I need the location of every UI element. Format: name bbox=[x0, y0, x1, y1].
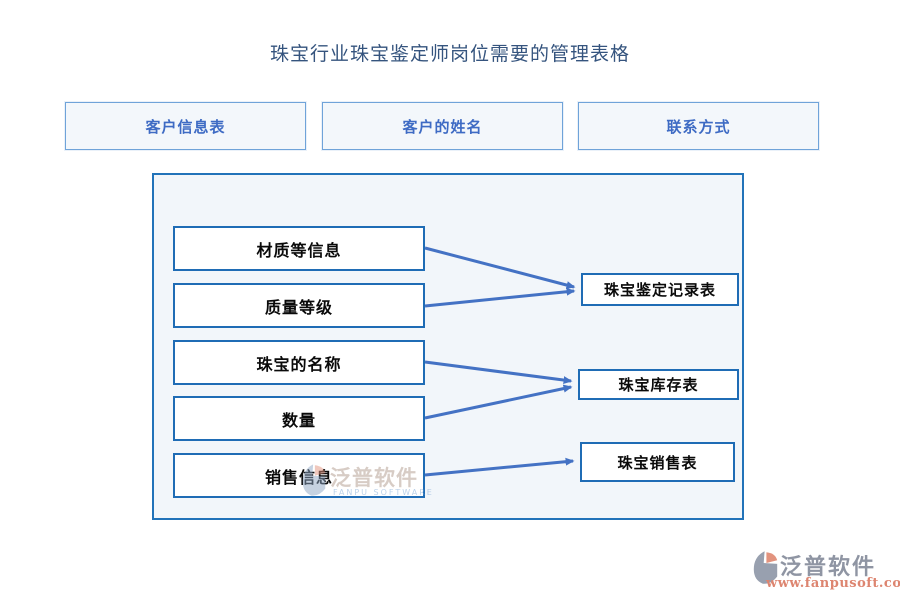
footer-brand-text: 泛普软件 bbox=[780, 554, 877, 580]
target-box-label: 珠宝销售表 bbox=[617, 453, 698, 472]
source-box-label: 材质等信息 bbox=[256, 240, 342, 260]
footer-website-text: www.fanpusoft.com bbox=[766, 576, 900, 591]
arrow-quality-to-appraisal-table bbox=[424, 287, 576, 308]
arrow-quantity-to-inventory-table bbox=[424, 384, 573, 420]
source-box-material-info: 材质等信息 bbox=[173, 226, 425, 271]
source-box-sales-info: 销售信息 bbox=[173, 453, 425, 498]
top-box-customer-info-table: 客户信息表 bbox=[65, 102, 306, 150]
top-box-customer-name: 客户的姓名 bbox=[322, 102, 563, 150]
arrow-material-to-appraisal-table bbox=[424, 246, 576, 289]
top-box-contact-method: 联系方式 bbox=[578, 102, 819, 150]
target-box-label: 珠宝库存表 bbox=[618, 376, 699, 394]
source-box-label: 数量 bbox=[281, 410, 316, 430]
top-box-label: 联系方式 bbox=[666, 117, 731, 136]
source-box-label: 销售信息 bbox=[264, 467, 333, 487]
target-box-inventory-table: 珠宝库存表 bbox=[578, 369, 739, 400]
source-box-quality-grade: 质量等级 bbox=[173, 283, 425, 328]
fanpu-logo-icon bbox=[753, 551, 778, 584]
top-box-label: 客户的姓名 bbox=[402, 117, 483, 136]
source-box-label: 珠宝的名称 bbox=[256, 354, 342, 374]
arrow-name-to-inventory-table bbox=[424, 360, 573, 384]
target-box-sales-table: 珠宝销售表 bbox=[580, 442, 735, 482]
target-box-appraisal-record-table: 珠宝鉴定记录表 bbox=[581, 273, 739, 306]
arrow-sales-to-sales-table bbox=[424, 457, 575, 477]
diagram-container: 材质等信息 质量等级 珠宝的名称 数量 销售信息 珠宝鉴定记录表 珠宝库存表 珠… bbox=[152, 173, 744, 520]
page-title: 珠宝行业珠宝鉴定师岗位需要的管理表格 bbox=[269, 43, 630, 65]
top-box-label: 客户信息表 bbox=[145, 117, 226, 136]
footer-logo: 泛普软件 www.fanpusoft.com bbox=[748, 546, 900, 596]
source-box-jewelry-name: 珠宝的名称 bbox=[173, 340, 425, 385]
target-box-label: 珠宝鉴定记录表 bbox=[603, 281, 716, 299]
source-box-label: 质量等级 bbox=[264, 297, 333, 317]
source-box-quantity: 数量 bbox=[173, 396, 425, 441]
